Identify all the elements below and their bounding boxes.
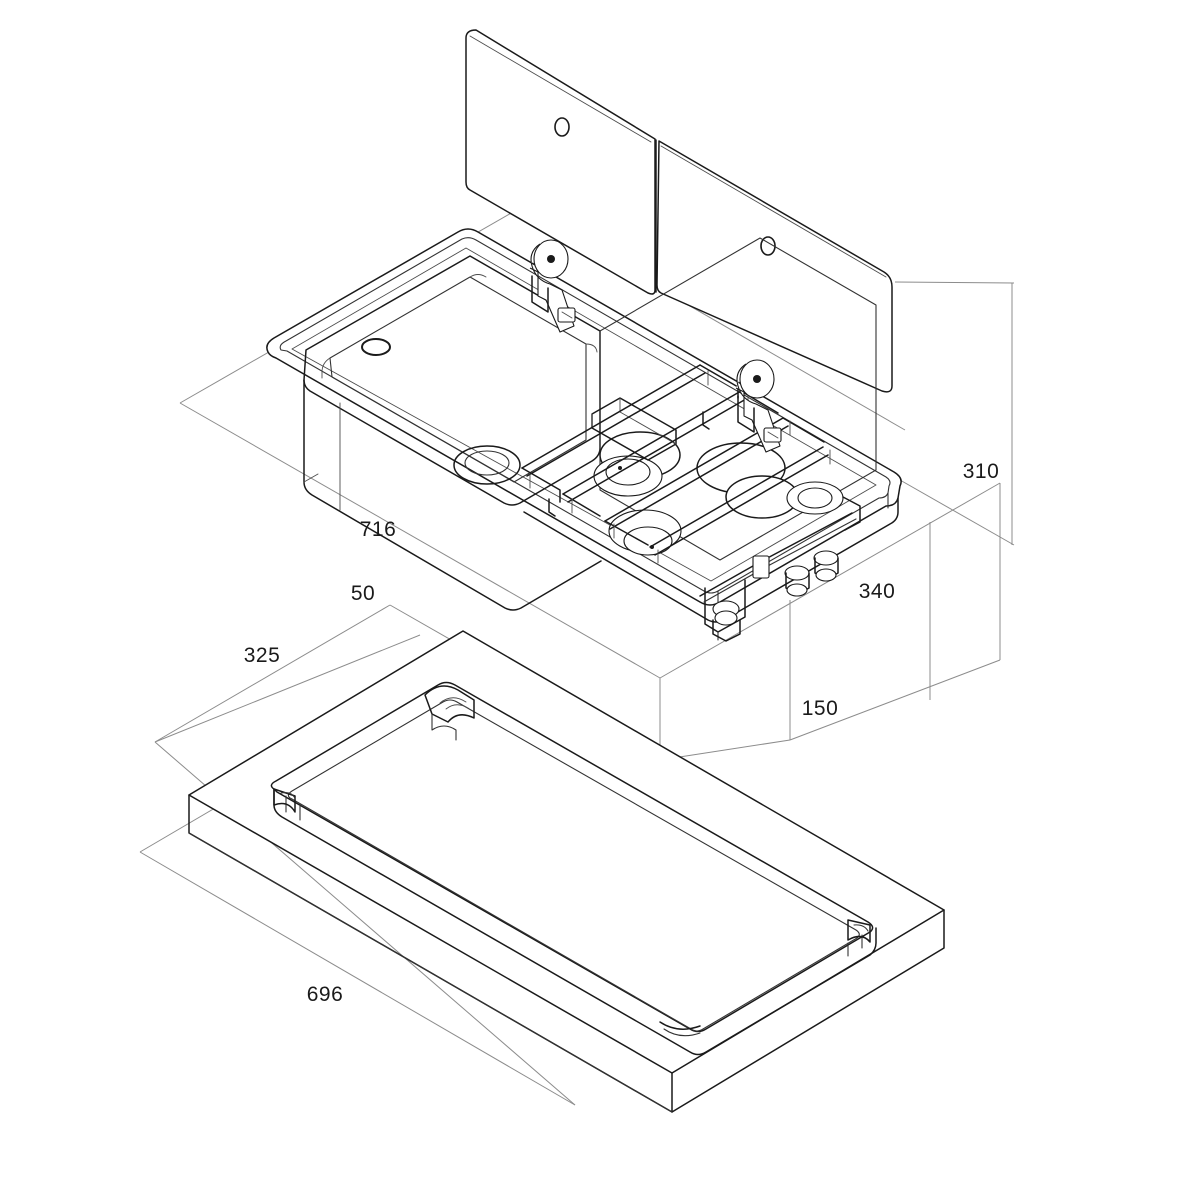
- dimension-label-overall-depth: 340: [859, 580, 896, 603]
- glass-lid-left: [465, 29, 656, 295]
- sink-drain: [453, 445, 521, 485]
- dimension-label-cutout-offset: 50: [351, 582, 375, 605]
- cutout-aperture-top: [270, 681, 874, 1033]
- hinge-left: [529, 239, 576, 333]
- dimension-labels: 716 310 340 150 50 325 696: [244, 460, 1000, 1006]
- worktop-cutout: [188, 630, 945, 1113]
- burner-2: [608, 509, 682, 556]
- sink-hob-unit: [266, 228, 902, 642]
- glass-lid-right-vent-hole: [760, 236, 776, 256]
- dimension-label-unit-body-depth: 150: [802, 697, 839, 720]
- burner-1: [593, 455, 663, 497]
- worktop-edge-front-right: [671, 909, 945, 1113]
- cutout-corner-radius-left: [273, 788, 296, 813]
- gas-valve-assembly: [699, 496, 861, 642]
- hinge-right: [735, 359, 782, 453]
- cutout-corner-radius-front: [659, 1021, 701, 1037]
- dimension-label-cutout-width: 696: [307, 983, 344, 1006]
- hob-section: [521, 237, 877, 564]
- tap-hole: [361, 338, 391, 356]
- dimension-label-cutout-depth: 325: [244, 644, 281, 667]
- hob-grates: [521, 364, 831, 564]
- glass-lid-right: [656, 140, 893, 393]
- glass-lid-assembly: [465, 29, 893, 393]
- cutout-corner-radius-rear: [424, 685, 475, 741]
- glass-lid-left-vent-hole: [554, 117, 570, 137]
- dimension-label-overall-width: 716: [360, 518, 397, 541]
- cutout-corner-radius-right: [847, 919, 871, 943]
- dimension-label-glass-lid-height: 310: [963, 460, 1000, 483]
- burner-3: [786, 481, 844, 515]
